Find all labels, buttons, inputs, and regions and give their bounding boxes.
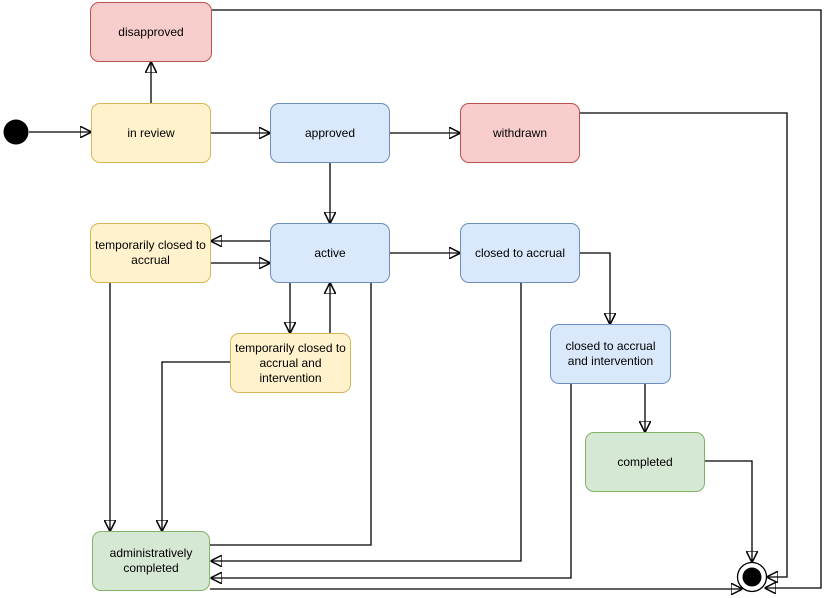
state-temporarily-closed-to-accrual-and-intervention: temporarily closed to accrual and interv… [230,333,351,393]
link-active-administratively-completed [210,283,372,546]
state-temporarily-closed-to-accrual: temporarily closed to accrual [90,223,211,283]
transition-disapproved-end [212,9,822,588]
state-in-review: in review [91,103,211,163]
state-label: intervention [259,370,322,385]
state-label: completed [123,561,179,575]
transition-closed-to-accrual-closed-to-accrual-and-intervention [580,252,610,324]
state-closed-to-accrual-and-intervention: closed to accrual and intervention [550,324,671,384]
state-label: completed [617,454,673,469]
state-label: temporarily closed to [95,238,206,252]
state-label: accrual and [259,355,322,370]
transition-closed-to-accrual-and-intervention-administratively-completed [211,384,572,578]
state-label: active [314,245,346,260]
transition-withdrawn-end [580,112,788,577]
transition-closed-to-accrual-administratively-completed [211,283,522,561]
state-completed: completed [585,432,705,492]
state-label: withdrawn [492,125,548,140]
state-label: temporarily closed to [235,340,346,355]
state-label: disapproved [118,24,184,39]
state-approved: approved [270,103,390,163]
state-label: approved [304,125,356,140]
final-state-node [736,561,768,593]
state-active: active [270,223,390,283]
state-disapproved: disapproved [90,2,212,62]
state-label: and intervention [567,354,654,368]
state-closed-to-accrual: closed to accrual [460,223,580,283]
state-label: closed to accrual [565,339,656,353]
transition-completed-end [705,460,752,562]
transition-temporarily-closed-to-accrual-and-intervention-administratively-completed [162,361,230,531]
state-withdrawn: withdrawn [460,103,580,163]
state-label: administratively [109,546,193,560]
initial-state-node [3,119,29,145]
state-label: in review [127,125,175,140]
state-label: accrual [131,253,170,267]
state-label: closed to accrual [474,245,566,260]
state-administratively-completed: administratively completed [92,531,210,591]
